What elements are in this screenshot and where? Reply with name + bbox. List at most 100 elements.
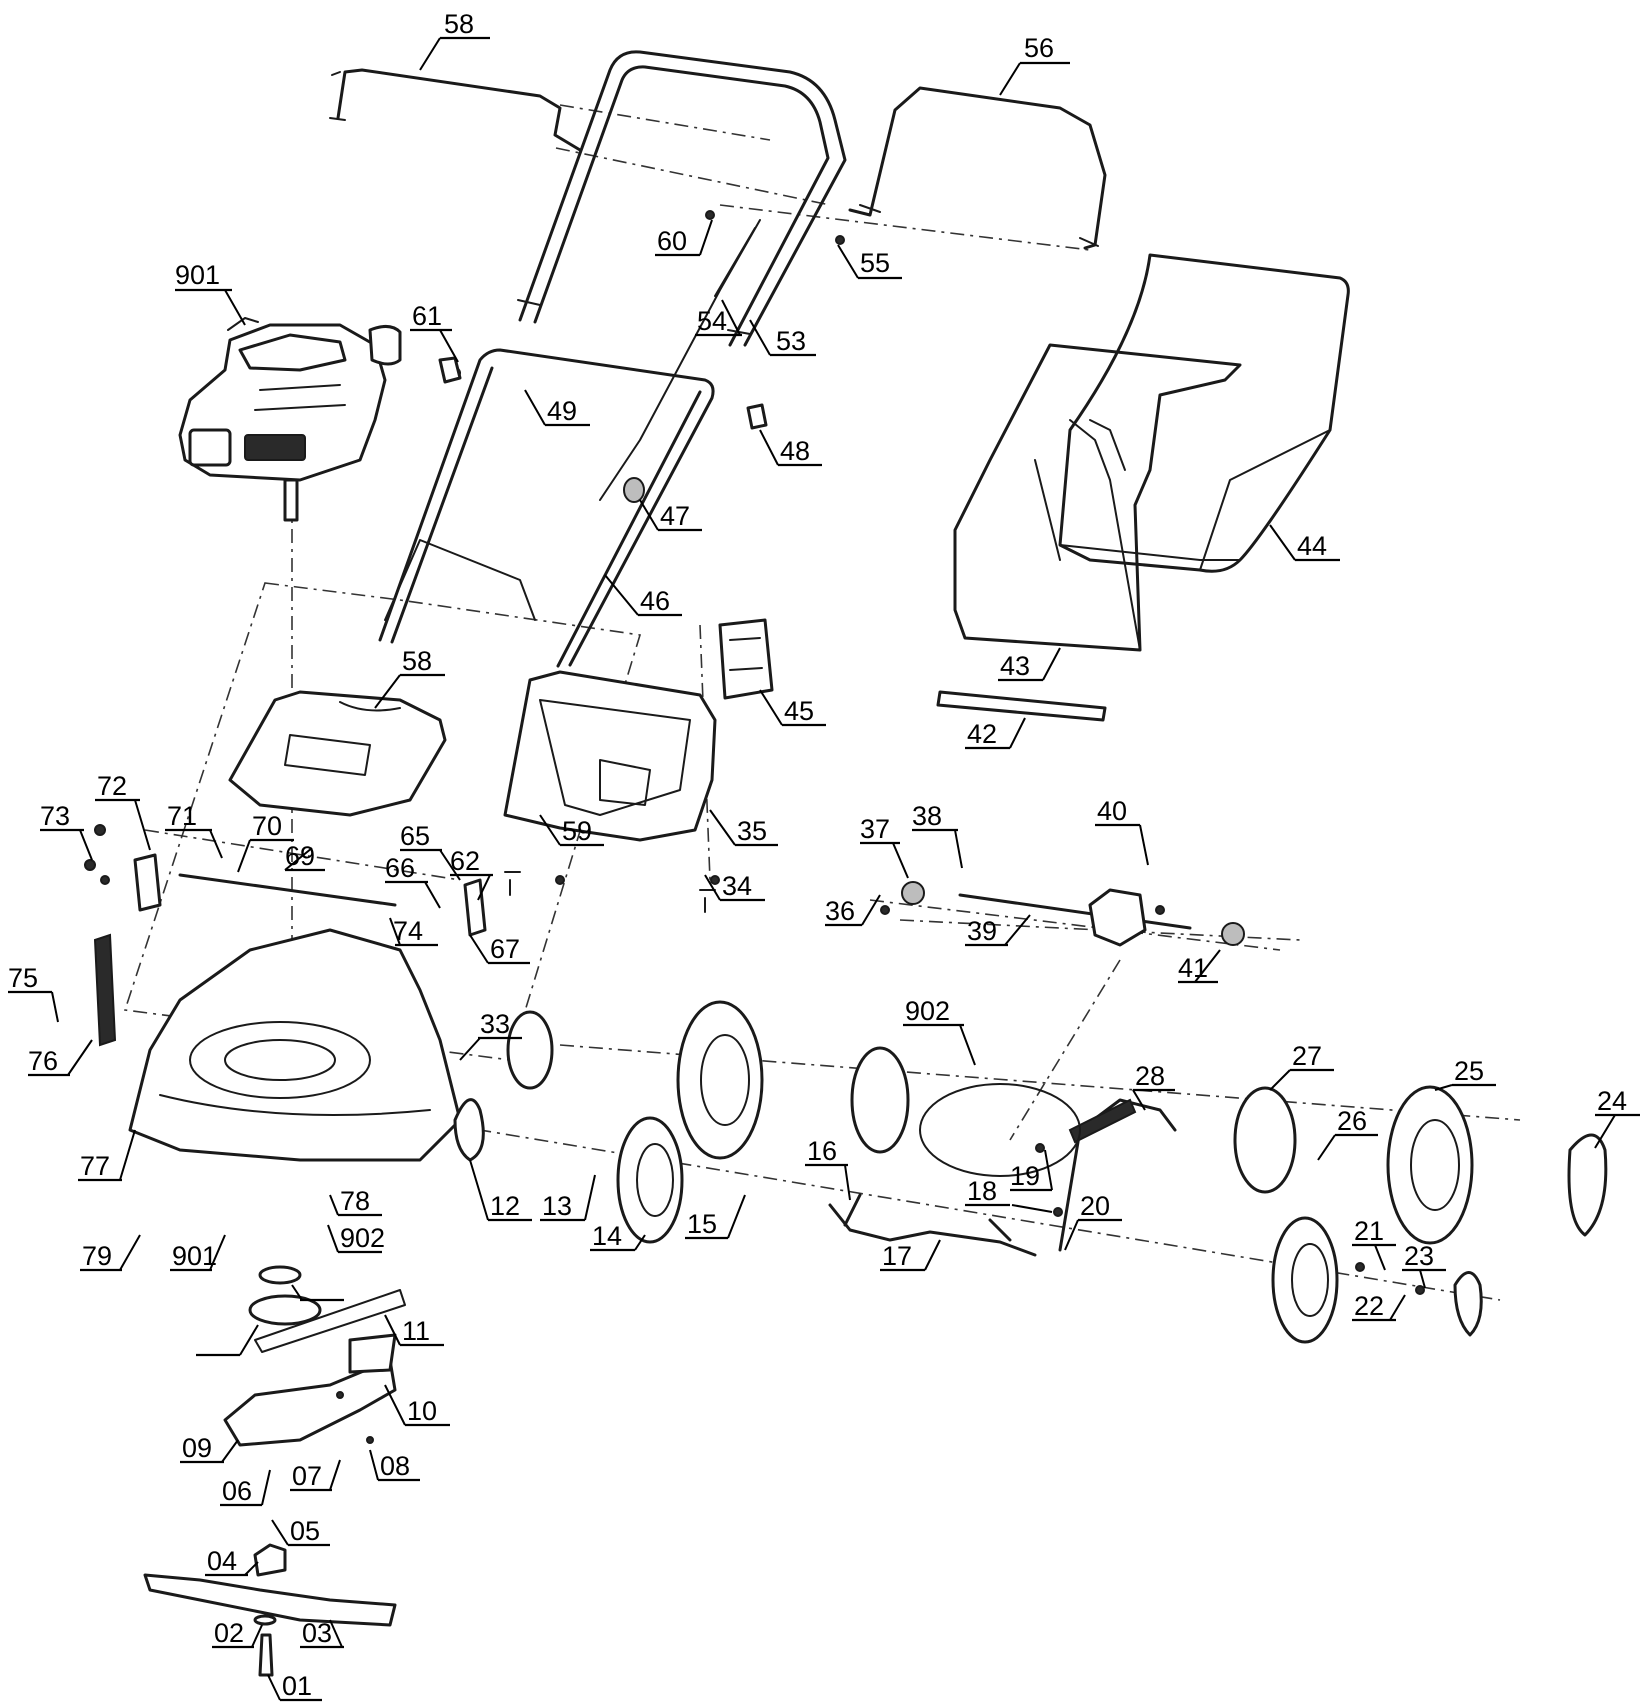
part-label-56: 61 (412, 301, 442, 331)
callout-56: 61 (410, 301, 459, 363)
part-label-20: 20 (1080, 1191, 1110, 1221)
callout-44: 44 (1269, 524, 1340, 562)
wheel-front-right-22 (1271, 1216, 1483, 1344)
callout-17: 17 (880, 1239, 941, 1272)
part-59-rear-guard (503, 670, 717, 842)
part-label-45: 45 (784, 696, 814, 726)
callout-66: 70 (237, 811, 294, 873)
part-53-rear-bar (848, 86, 1107, 250)
part-label-10: 10 (407, 1396, 437, 1426)
callout-02: 02 (212, 1618, 263, 1649)
part-label-65: 69 (285, 841, 315, 871)
part-label-24: 24 (1597, 1086, 1627, 1116)
part-label-14: 14 (592, 1221, 622, 1251)
part-78-79-pulley (248, 1265, 406, 1353)
part-09-10-blade-housing (223, 1333, 397, 1447)
callout-55: 60 (655, 219, 713, 257)
part-label-53: 56 (1024, 33, 1054, 63)
callout-45: 45 (759, 689, 826, 727)
part-label-67: 71 (167, 801, 197, 831)
wheel-front-left-hubcap-12 (453, 1098, 485, 1162)
callout-71: 75 (8, 963, 59, 1023)
callout-37: 37 (860, 814, 909, 879)
callout-38: 38 (912, 801, 963, 869)
callout-27: 27 (1269, 1041, 1334, 1091)
callout-46: 46 (604, 574, 682, 617)
callout-75: 79 (80, 1234, 141, 1272)
callout-12: 12 (469, 1159, 532, 1222)
callout-62: 67 (469, 934, 530, 965)
part-label-41: 41 (1178, 953, 1208, 983)
part-label-34: 34 (722, 871, 752, 901)
callout-34: 34 (704, 871, 765, 902)
part-label-69: 73 (40, 801, 70, 831)
callout-39: 39 (965, 914, 1031, 947)
part-label-05: 05 (290, 1516, 320, 1546)
callout-59: 59 (539, 814, 604, 847)
part-label-26: 26 (1337, 1106, 1367, 1136)
part-label-11: 11 (402, 1316, 430, 1346)
part-label-40: 40 (1097, 796, 1127, 826)
part-label-68: 72 (97, 771, 127, 801)
part-label-47: 47 (660, 501, 690, 531)
part-label-61: 65 (400, 821, 430, 851)
part-03-blade (143, 1573, 397, 1627)
callout-36: 36 (825, 894, 881, 927)
callout-18: 18 (965, 1176, 1053, 1213)
part-01-02-blade-bolt (253, 1614, 277, 1677)
part-label-21: 21 (1354, 1216, 1384, 1246)
part-label-19: 19 (1010, 1161, 1040, 1191)
part-label-17: 17 (882, 1241, 912, 1271)
part-43-bag-frame (953, 343, 1242, 652)
callout-09: 09 (180, 1433, 239, 1464)
callout-21: 21 (1352, 1216, 1396, 1271)
part-label-58: 58 (402, 646, 432, 676)
part-label-73: 77 (80, 1151, 110, 1181)
part-label-902: 902 (905, 996, 950, 1026)
callout-49: 49 (524, 389, 590, 427)
callout-10: 10 (384, 1384, 450, 1427)
callout-43: 43 (998, 647, 1061, 682)
callout-25: 25 (1434, 1056, 1496, 1091)
callout-01: 01 (267, 1671, 322, 1702)
part-label-49: 49 (547, 396, 577, 426)
part-label-02: 02 (214, 1618, 244, 1648)
wheel-rear-right-25 (1233, 1085, 1608, 1245)
part-label-16: 16 (807, 1136, 837, 1166)
part-label-63: 66 (385, 853, 415, 883)
part-label-13: 13 (542, 1191, 572, 1221)
callout-19: 19 (1010, 1149, 1053, 1192)
wheel-rear-left-33 (506, 1000, 764, 1160)
part-label-54: 58 (444, 9, 474, 39)
part-42-strip (936, 690, 1107, 722)
callout-901: 901 (175, 260, 246, 326)
part-20-lever-assembly (1058, 1098, 1177, 1252)
callout-54: 58 (419, 9, 490, 71)
callout-61: 65 (400, 821, 461, 881)
part-label-18: 18 (967, 1176, 997, 1206)
part-label-72: 76 (28, 1046, 58, 1076)
part-label-01: 01 (282, 1671, 312, 1701)
wheel-front-left-14 (616, 1116, 684, 1244)
part-44-grass-bag (1058, 253, 1350, 573)
part-label-38: 38 (912, 801, 942, 831)
part-label-62: 67 (490, 934, 520, 964)
part-901-engine (178, 317, 402, 522)
callout-20: 20 (1064, 1191, 1122, 1251)
part-label-71: 75 (8, 963, 38, 993)
part-68-bracket (133, 853, 162, 912)
part-04-blade-adapter (253, 1543, 287, 1577)
part-label-25: 25 (1454, 1056, 1484, 1086)
part-label-22: 22 (1354, 1291, 1384, 1321)
callout-58: 58 (374, 646, 445, 709)
part-label-07: 07 (292, 1461, 322, 1491)
part-label-74: 78 (340, 1186, 370, 1216)
part-label-55: 60 (657, 226, 687, 256)
part-label-04: 04 (207, 1546, 237, 1576)
callout-33: 33 (459, 1009, 522, 1061)
part-45-bracket (718, 618, 774, 700)
callout-78 (291, 1284, 344, 1302)
callout-47: 47 (639, 499, 702, 532)
part-label-52: 55 (860, 248, 890, 278)
